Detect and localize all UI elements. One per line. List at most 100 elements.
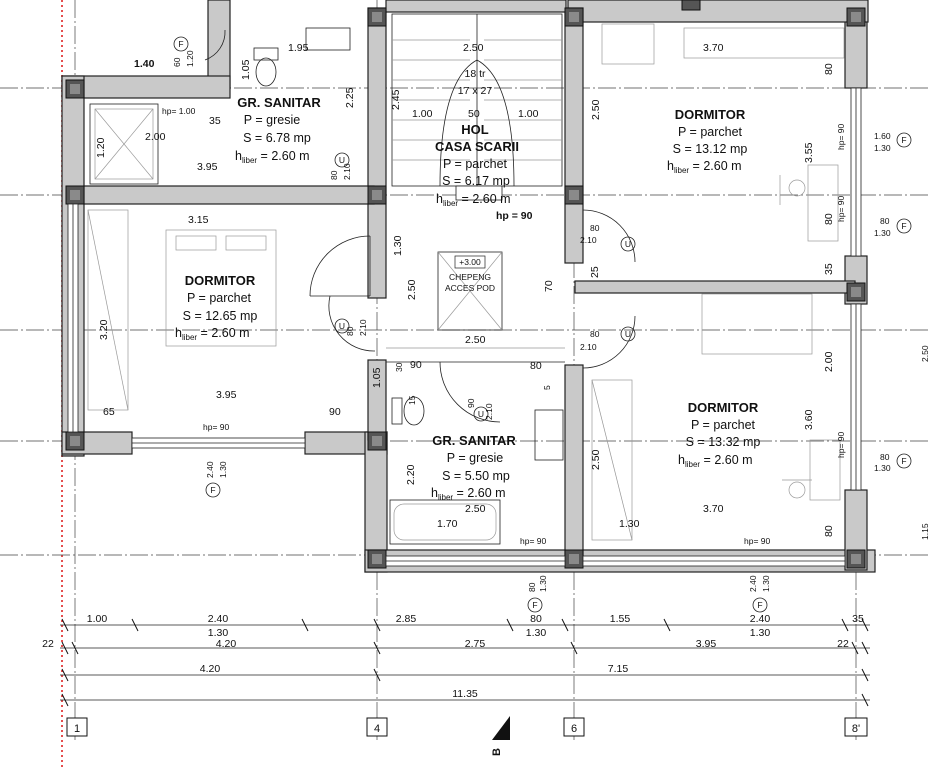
svg-text:15: 15	[407, 395, 417, 405]
svg-text:U: U	[339, 155, 345, 165]
svg-text:2.20: 2.20	[405, 464, 417, 485]
svg-text:1.30: 1.30	[874, 143, 891, 153]
bottom-dimension-values: 1.00 2.40 2.85 80 1.55 2.40 35 1.30 1.30…	[42, 613, 864, 700]
svg-text:2.45: 2.45	[390, 89, 402, 110]
svg-text:1.30: 1.30	[218, 461, 228, 478]
svg-text:80: 80	[880, 452, 890, 462]
svg-text:1.70: 1.70	[437, 518, 458, 530]
room-name: HOL	[461, 122, 489, 137]
section-arrow-icon	[492, 716, 510, 740]
svg-text:90: 90	[466, 398, 476, 408]
svg-text:1.95: 1.95	[288, 42, 309, 54]
svg-text:3.70: 3.70	[703, 503, 724, 515]
svg-text:2.50: 2.50	[465, 334, 486, 346]
svg-text:18 tr: 18 tr	[464, 68, 486, 80]
svg-text:hliber = 2.60 m: hliber = 2.60 m	[235, 149, 310, 165]
svg-text:hp= 90: hp= 90	[836, 431, 846, 458]
svg-text:2.50: 2.50	[463, 42, 484, 54]
svg-text:4: 4	[374, 723, 380, 735]
svg-text:F: F	[901, 135, 906, 145]
svg-text:1.30: 1.30	[874, 228, 891, 238]
fixtures	[87, 23, 845, 545]
svg-text:3.95: 3.95	[696, 638, 717, 650]
svg-text:3.95: 3.95	[197, 161, 218, 173]
room-name-2: CASA SCARII	[435, 139, 519, 154]
room-dormitor-1: DORMITOR P = parchet S = 13.12 mp hliber…	[667, 107, 747, 175]
svg-text:1.30: 1.30	[208, 627, 229, 639]
svg-text:2.50: 2.50	[920, 345, 930, 362]
room-area: S = 13.32 mp	[686, 435, 761, 449]
svg-text:2.10: 2.10	[580, 342, 597, 352]
attic-hatch	[437, 251, 503, 331]
svg-text:1.30: 1.30	[761, 575, 771, 592]
room-name: GR. SANITAR	[432, 433, 516, 448]
room-hol-casa-scarii: HOL CASA SCARII P = parchet S = 6.17 mp …	[435, 122, 519, 208]
svg-text:U: U	[478, 409, 484, 419]
svg-text:1: 1	[74, 723, 80, 735]
stairs-labels: 18 tr 17 x 27 1.00 50 1.00 hp = 90	[412, 68, 539, 222]
svg-text:hliber = 2.60 m: hliber = 2.60 m	[436, 192, 511, 208]
svg-text:hp= 90: hp= 90	[836, 123, 846, 150]
room-area: S = 5.50 mp	[442, 469, 510, 483]
svg-text:80: 80	[823, 213, 835, 225]
room-name: DORMITOR	[185, 273, 256, 288]
svg-text:B: B	[491, 748, 503, 756]
room-gr-sanitar-2: GR. SANITAR P = gresie S = 5.50 mp hlibe…	[431, 433, 516, 502]
hatch-labels: +3.00 CHEPENG ACCES POD	[445, 255, 495, 293]
room-dormitor-3: DORMITOR P = parchet S = 13.32 mp hliber…	[678, 400, 760, 469]
svg-text:5: 5	[542, 385, 552, 390]
columns	[65, 0, 866, 569]
svg-text:80: 80	[590, 223, 600, 233]
svg-text:hp = 90: hp = 90	[496, 210, 533, 222]
svg-text:1.30: 1.30	[874, 463, 891, 473]
svg-text:90: 90	[329, 406, 341, 418]
axis-markers	[66, 716, 868, 740]
svg-text:2.50: 2.50	[406, 279, 418, 300]
svg-text:1.40: 1.40	[134, 58, 155, 70]
svg-text:2.00: 2.00	[823, 351, 835, 372]
svg-text:80: 80	[530, 360, 542, 372]
svg-text:35: 35	[852, 613, 864, 625]
room-area: S = 12.65 mp	[183, 309, 258, 323]
svg-text:1.00: 1.00	[87, 613, 108, 625]
room-floor: P = parchet	[443, 157, 508, 171]
svg-text:2.50: 2.50	[465, 503, 486, 515]
doors	[204, 29, 636, 423]
room-area: S = 13.12 mp	[673, 142, 748, 156]
svg-text:2.10: 2.10	[358, 319, 368, 336]
svg-text:1.30: 1.30	[538, 575, 548, 592]
room-gr-sanitar-1: GR. SANITAR P = gresie S = 6.78 mp hlibe…	[235, 95, 321, 165]
svg-text:1.00: 1.00	[412, 108, 433, 120]
svg-text:2.00: 2.00	[145, 131, 166, 143]
svg-text:2.40: 2.40	[750, 613, 771, 625]
svg-text:2.40: 2.40	[208, 613, 229, 625]
svg-text:hliber = 2.60 m: hliber = 2.60 m	[667, 159, 742, 175]
svg-text:hliber = 2.60 m: hliber = 2.60 m	[175, 326, 250, 342]
tag-letters: F U U U U U F F F F F F	[178, 39, 906, 610]
svg-text:1.15: 1.15	[920, 523, 930, 540]
grid-lines	[0, 0, 931, 740]
room-floor: P = parchet	[678, 125, 743, 139]
svg-text:80: 80	[345, 326, 355, 336]
svg-text:22: 22	[42, 638, 54, 650]
svg-text:3.60: 3.60	[803, 409, 815, 430]
svg-text:22: 22	[837, 638, 849, 650]
svg-text:hp= 90: hp= 90	[836, 195, 846, 222]
svg-text:65: 65	[103, 406, 115, 418]
svg-text:2.85: 2.85	[396, 613, 417, 625]
room-floor: P = gresie	[447, 451, 503, 465]
svg-text:1.55: 1.55	[610, 613, 631, 625]
svg-text:80: 80	[329, 170, 339, 180]
svg-text:80: 80	[590, 329, 600, 339]
svg-text:ACCES POD: ACCES POD	[445, 283, 495, 293]
svg-text:hliber = 2.60 m: hliber = 2.60 m	[431, 486, 506, 502]
svg-text:F: F	[178, 39, 183, 49]
svg-text:3.55: 3.55	[803, 142, 815, 163]
svg-text:70: 70	[543, 280, 555, 292]
axis-labels: 1 4 6 8' B	[74, 723, 860, 756]
svg-text:F: F	[757, 600, 762, 610]
svg-text:80: 80	[880, 216, 890, 226]
svg-text:hliber = 2.60 m: hliber = 2.60 m	[678, 453, 753, 469]
svg-text:1.30: 1.30	[619, 518, 640, 530]
